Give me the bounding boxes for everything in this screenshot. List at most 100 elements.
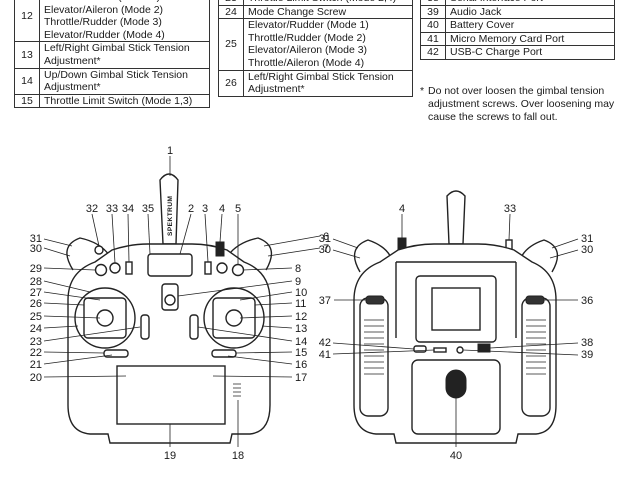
part-number: 13 <box>14 41 40 69</box>
back-callout-36: 36 <box>581 295 593 307</box>
callout-30: 30 <box>30 243 42 255</box>
part-description: Throttle Limit Switch (Mode 1,3) <box>39 93 210 109</box>
part-description: Throttle/Aileron (Mode 1)Elevator/Ailero… <box>39 0 210 43</box>
trim-right-vertical <box>189 314 199 340</box>
back-callout-31-right: 31 <box>581 233 593 245</box>
left-grip <box>359 297 389 417</box>
callout-34: 34 <box>122 203 134 215</box>
back-callout-30-right: 30 <box>581 244 593 256</box>
part-description: Micro Memory Card Port <box>445 31 615 47</box>
tension-footnote: * Do not over loosen the gimbal tension … <box>420 85 625 124</box>
left-grip-ribs <box>364 319 384 375</box>
switch-5 <box>231 263 245 277</box>
callout-10: 10 <box>295 287 307 299</box>
callout-29: 29 <box>30 263 42 275</box>
knob-4 <box>215 241 225 257</box>
front-callout-numbers: 1 32 33 34 35 2 3 4 5 31 30 29 28 27 26 … <box>30 145 329 462</box>
part-description-line: Serial Interface Port <box>450 0 610 5</box>
callout-2: 2 <box>188 203 194 215</box>
part-description-line: Throttle/Aileron (Mode 4) <box>248 56 365 69</box>
right-grip-ribs <box>526 319 546 375</box>
part-description-line: Battery Cover <box>450 19 515 32</box>
callout-12: 12 <box>295 311 307 323</box>
callout-20: 20 <box>30 372 42 384</box>
callout-3: 3 <box>202 203 208 215</box>
part-description-line: Left/Right Gimbal Stick Tension <box>248 70 394 83</box>
callout-16: 16 <box>295 359 307 371</box>
switch-3 <box>204 261 212 275</box>
right-stick <box>225 309 243 327</box>
part-description-line: Throttle/Rudder (Mode 2) <box>248 31 366 44</box>
callout-31: 31 <box>30 233 42 245</box>
part-description: USB-C Charge Port <box>445 45 615 60</box>
back-antenna <box>446 190 466 245</box>
part-description-line: Elevator/Aileron (Mode 2) <box>44 3 164 16</box>
trim-right-horizontal <box>211 349 237 358</box>
callout-35: 35 <box>142 203 154 215</box>
callout-27: 27 <box>30 287 42 299</box>
callout-15: 15 <box>295 347 307 359</box>
back-callout-lines <box>332 213 579 447</box>
callout-28: 28 <box>30 276 42 288</box>
back-callout-4: 4 <box>399 203 405 215</box>
part-description-line: Elevator/Rudder (Mode 1) <box>248 19 369 32</box>
callout-13: 13 <box>295 323 307 335</box>
roller-36 <box>525 295 545 305</box>
back-callout-38: 38 <box>581 337 593 349</box>
right-grip <box>521 297 551 417</box>
part-number: 12 <box>14 0 40 43</box>
back-body <box>353 243 557 444</box>
part-number: 26 <box>218 69 244 97</box>
antenna-brand-text: SPEKTRUM <box>167 196 174 236</box>
front-callout-lines <box>43 156 321 447</box>
switch-32 <box>94 245 104 255</box>
switch-34 <box>125 261 133 275</box>
part-description-line: Elevator/Rudder (Mode 4) <box>44 28 165 41</box>
back-callout-40: 40 <box>450 450 462 462</box>
part-description-line: Adjustment* <box>44 54 101 67</box>
memory-card-port <box>433 347 447 353</box>
front-top-panel <box>147 253 193 277</box>
switch-33 <box>109 262 121 274</box>
back-callout-30-left: 30 <box>319 244 331 256</box>
back-callout-42: 42 <box>319 337 331 349</box>
battery-latch <box>445 369 467 399</box>
part-description-line: Adjustment* <box>44 81 101 94</box>
callout-26: 26 <box>30 298 42 310</box>
callout-7: 7 <box>323 243 329 255</box>
callout-21: 21 <box>30 359 42 371</box>
front-lcd-screen <box>116 365 226 425</box>
callout-24: 24 <box>30 323 42 335</box>
roller-37 <box>365 295 385 305</box>
part-description-line: Throttle Limit Switch (Mode 2,4) <box>248 0 408 5</box>
callout-11: 11 <box>295 298 306 310</box>
part-description-line: Up/Down Gimbal Stick Tension <box>44 68 188 81</box>
callout-8: 8 <box>295 263 301 275</box>
part-description: Battery Cover <box>445 18 615 33</box>
callout-9: 9 <box>295 276 301 288</box>
callout-33: 33 <box>106 203 118 215</box>
callout-23: 23 <box>30 336 42 348</box>
footnote-asterisk: * <box>420 85 425 97</box>
callout-4: 4 <box>219 203 225 215</box>
part-description: Elevator/Rudder (Mode 1)Throttle/Rudder … <box>243 18 413 71</box>
part-description-line: Throttle Limit Switch (Mode 1,3) <box>44 94 193 107</box>
part-description-line: Left/Right Gimbal Stick Tension <box>44 42 190 55</box>
parts-table-right: 38Serial Interface Port39Audio Jack40Bat… <box>420 0 615 60</box>
parts-row: 12Throttle/Aileron (Mode 1)Elevator/Aile… <box>14 0 210 43</box>
audio-jack <box>456 346 464 354</box>
part-description-line: Audio Jack <box>450 5 502 18</box>
trim-left-vertical <box>140 314 150 340</box>
